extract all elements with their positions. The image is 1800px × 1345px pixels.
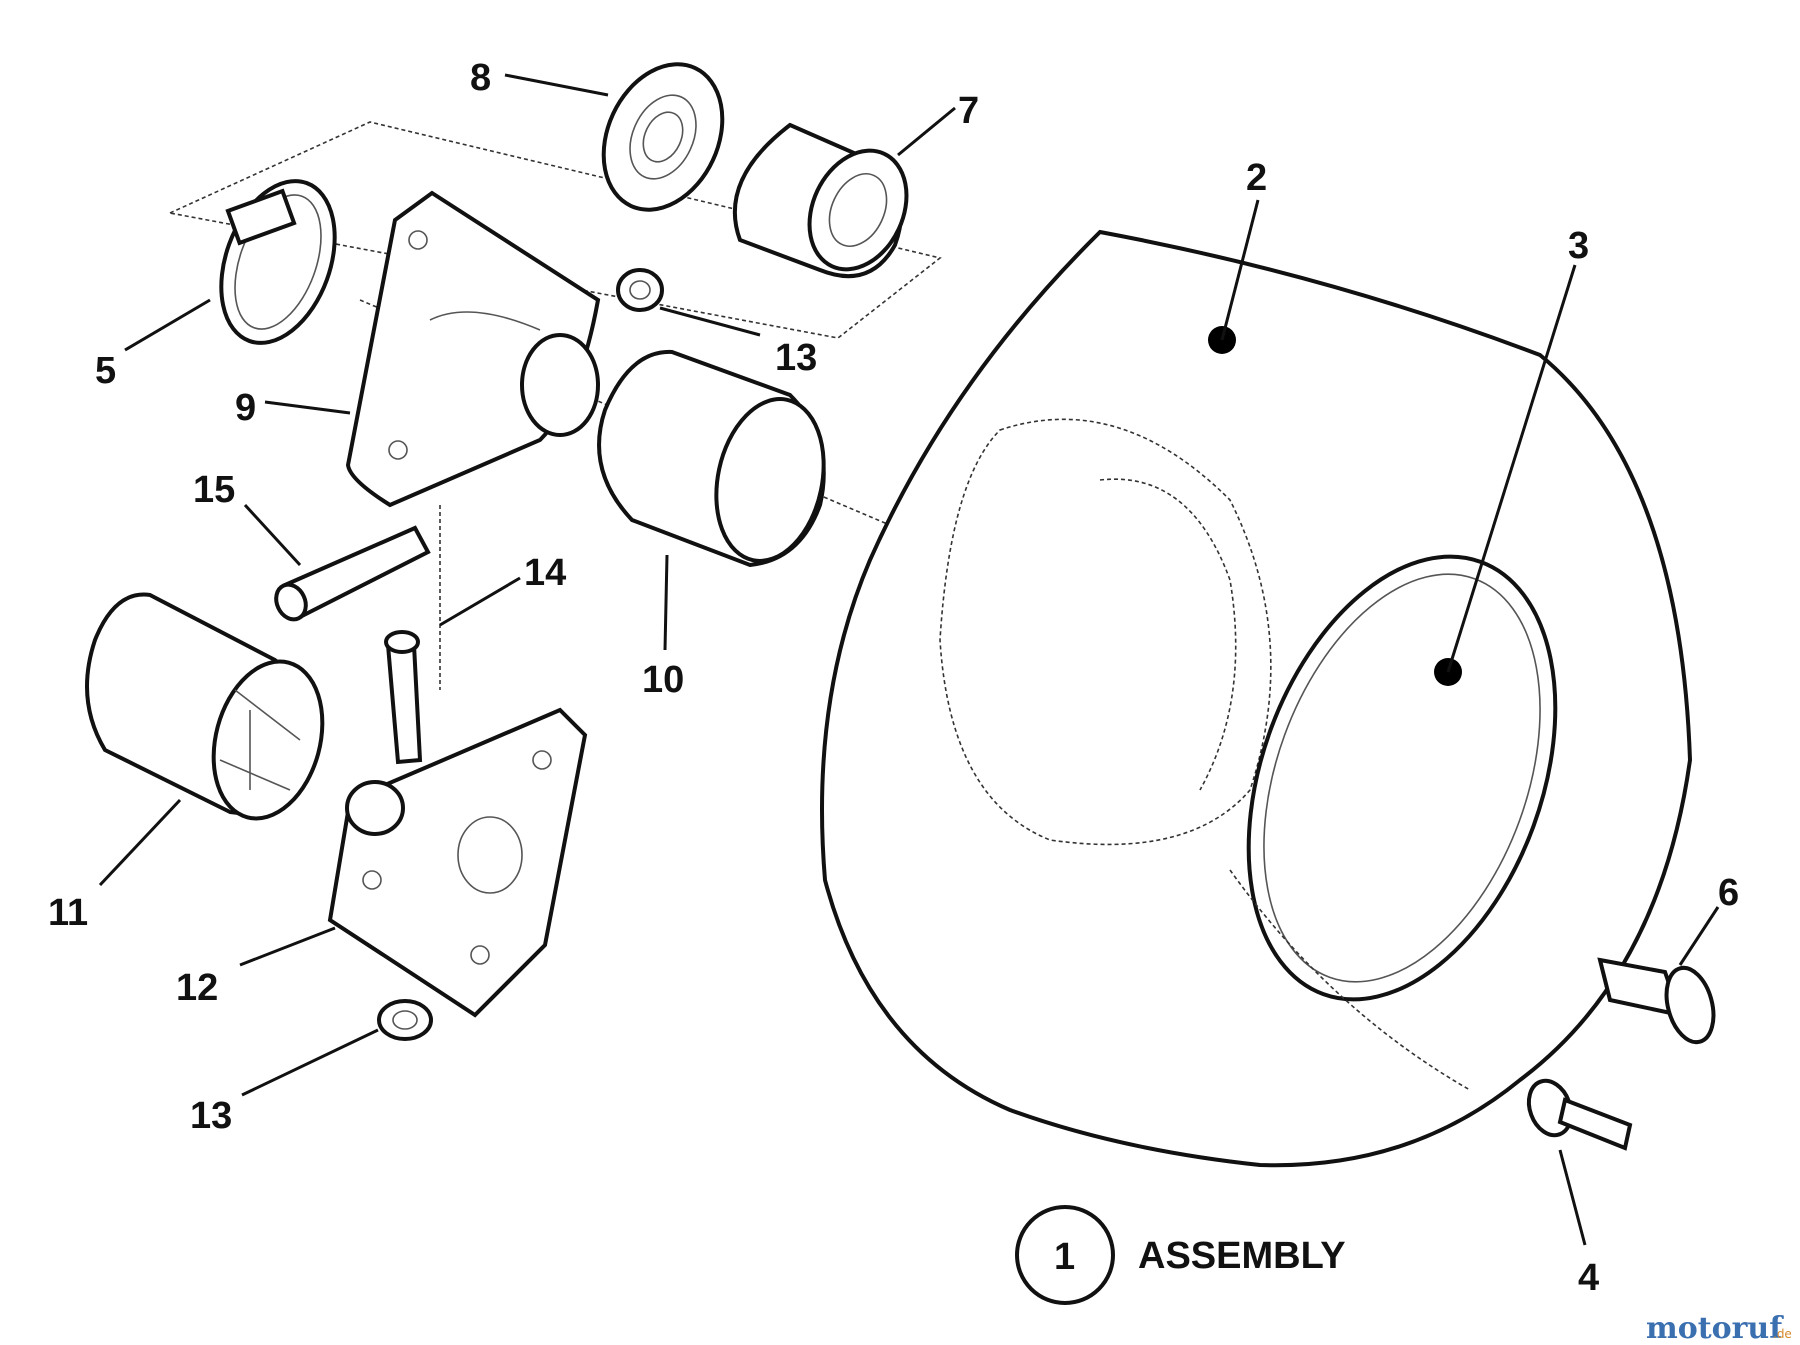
hose-clamp-part-5 bbox=[219, 179, 337, 345]
watermark-suffix: .de bbox=[1773, 1327, 1792, 1341]
callout-13-upper: 13 bbox=[775, 337, 817, 379]
callout-14: 14 bbox=[524, 552, 566, 594]
callout-10: 10 bbox=[642, 659, 684, 701]
callout-4: 4 bbox=[1578, 1257, 1599, 1299]
bearing-seal-part-8 bbox=[601, 62, 725, 212]
nut-part-13-upper bbox=[616, 268, 664, 312]
callout-11: 11 bbox=[48, 892, 88, 934]
assembly-legend: 1 ASSEMBLY bbox=[1015, 1205, 1346, 1305]
bolt-part-14 bbox=[384, 630, 423, 765]
spacer-part-10 bbox=[597, 349, 826, 568]
rim-part-3 bbox=[1229, 554, 1558, 1091]
callout-8: 8 bbox=[470, 57, 491, 99]
bolt-part-15 bbox=[274, 525, 431, 622]
valve-stem-part-4 bbox=[1526, 1078, 1633, 1151]
bearing-part-7 bbox=[732, 122, 909, 279]
callout-9: 9 bbox=[235, 387, 256, 429]
legend-label: ASSEMBLY bbox=[1138, 1235, 1346, 1277]
callout-7: 7 bbox=[958, 90, 979, 132]
legend-circle bbox=[1015, 1205, 1115, 1305]
nut-part-13-lower bbox=[377, 999, 433, 1041]
callout-2: 2 bbox=[1246, 157, 1267, 199]
bolt-part-6 bbox=[1597, 957, 1716, 1045]
callout-12: 12 bbox=[176, 967, 218, 1009]
callout-3: 3 bbox=[1568, 225, 1589, 267]
callout-6: 6 bbox=[1718, 872, 1739, 914]
callout-15: 15 bbox=[193, 469, 235, 511]
callout-5: 5 bbox=[95, 350, 116, 392]
watermark-text: motoruf bbox=[1646, 1311, 1784, 1345]
legend-number: 1 bbox=[1054, 1236, 1075, 1278]
callout-13-lower: 13 bbox=[190, 1095, 232, 1137]
bracket-part-12 bbox=[327, 707, 588, 1018]
watermark-logo: motoruf .de bbox=[1646, 1311, 1792, 1345]
tire-part-2 bbox=[820, 229, 1693, 1168]
callout-labels: 8 7 2 3 5 13 9 15 14 10 11 12 13 6 4 bbox=[48, 57, 1739, 1299]
bracket-part-9 bbox=[345, 190, 601, 508]
cylinder-part-11 bbox=[85, 592, 325, 821]
leader-lines bbox=[98, 73, 1720, 1246]
